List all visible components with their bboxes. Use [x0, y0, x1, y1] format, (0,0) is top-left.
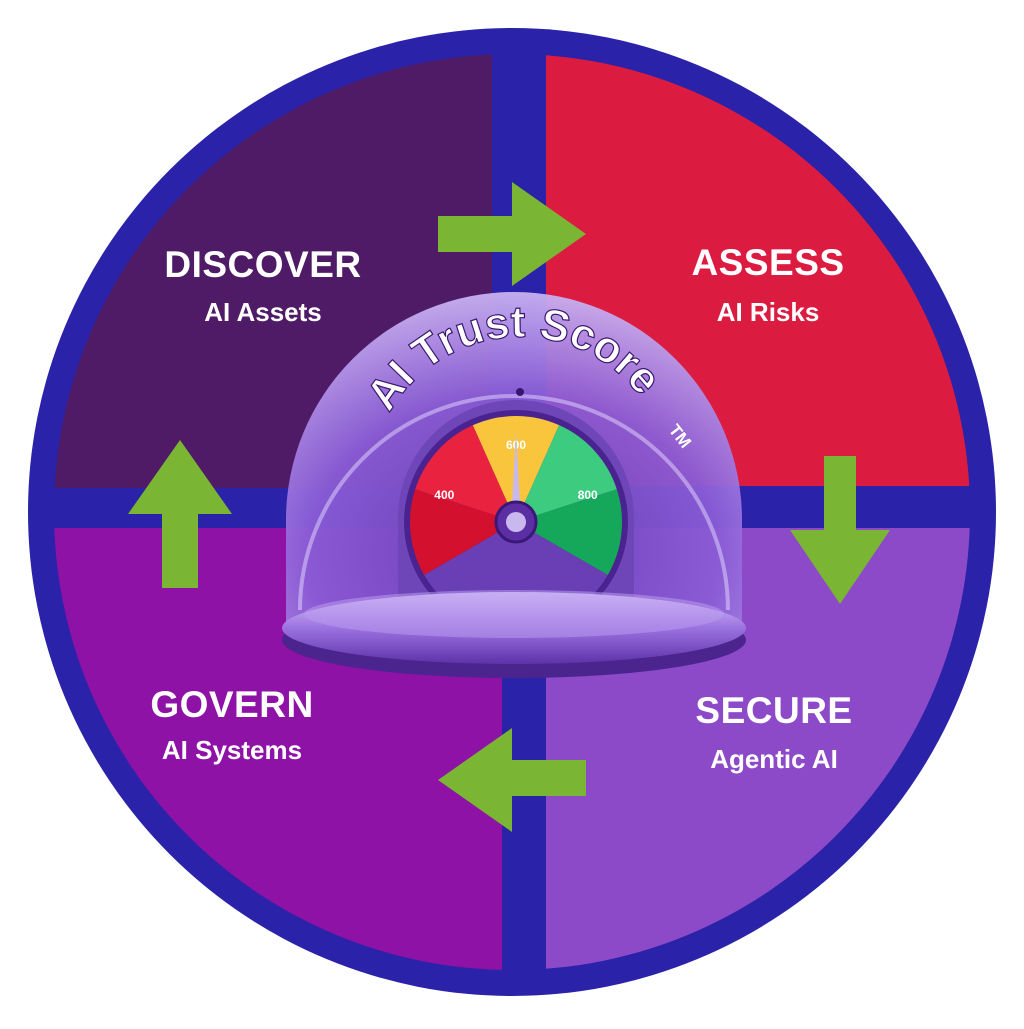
arrow-down	[790, 456, 890, 604]
arrow-left	[438, 728, 586, 832]
arrow-up	[128, 440, 232, 588]
discover-subtitle: AI Assets	[204, 297, 322, 327]
gauge-hub-cap	[506, 512, 526, 532]
gauge-segment	[410, 489, 516, 575]
gauge-tick-label: 400	[434, 488, 454, 502]
gauge-needle	[511, 431, 521, 522]
assess-subtitle: AI Risks	[716, 297, 820, 327]
dome-pin	[516, 388, 524, 396]
gauge-segment	[516, 425, 617, 522]
secure-title: SECURE	[695, 690, 853, 731]
trust-score-gauge: 400600800 AI Trust Score TM	[282, 292, 746, 678]
gauge-segment	[415, 425, 516, 522]
discover-title: DISCOVER	[164, 244, 362, 285]
govern-title: GOVERN	[150, 684, 314, 725]
arrow-right	[438, 182, 586, 286]
gauge-tick-label: 800	[578, 488, 598, 502]
assess-title: ASSESS	[691, 242, 845, 283]
dome-highlight	[298, 394, 730, 611]
pedestal-top	[304, 590, 724, 638]
govern-subtitle: AI Systems	[161, 735, 303, 765]
gauge-face: 400600800	[404, 410, 628, 634]
gauge-segment	[516, 489, 622, 575]
secure-subtitle: Agentic AI	[710, 744, 838, 774]
